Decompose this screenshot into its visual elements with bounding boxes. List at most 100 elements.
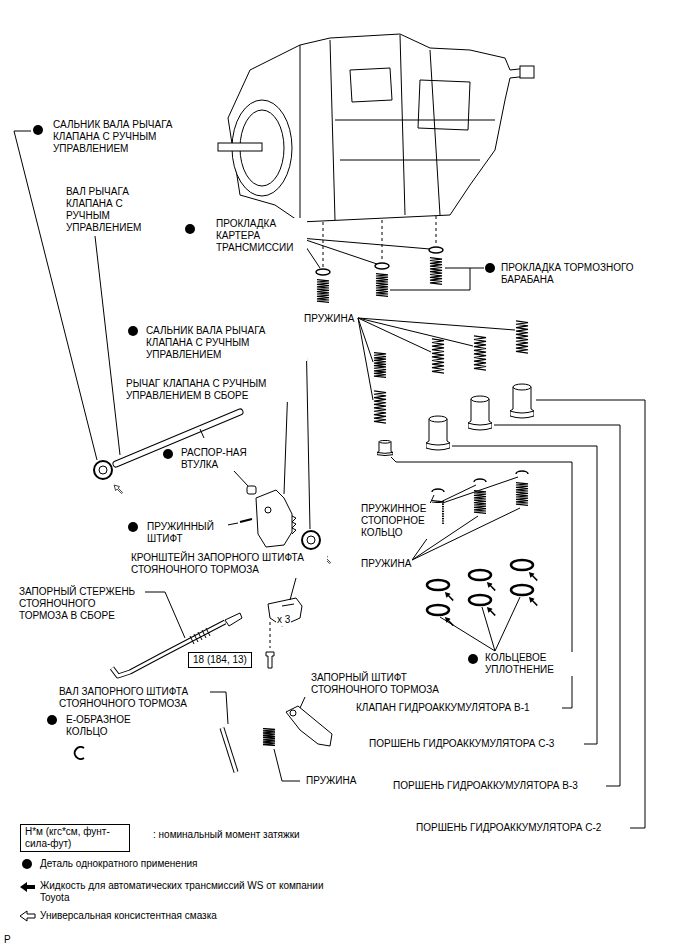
spring-pin [240, 519, 252, 522]
legend-entry: Деталь однократного применения [40, 858, 197, 870]
dashed-guide [436, 216, 437, 246]
dashed-guide [270, 216, 436, 648]
single-use-mark [33, 125, 495, 725]
accumulator-piston [510, 384, 534, 418]
parking-lock-rod [225, 613, 242, 626]
leader-line [452, 446, 597, 744]
snap-ring [432, 471, 528, 492]
transmission-housing [218, 143, 262, 151]
e-ring [75, 747, 84, 759]
oil-seal [307, 536, 315, 544]
leader-line [536, 400, 645, 828]
o-ring [469, 595, 491, 605]
legend-symbol [20, 882, 35, 892]
legend-text: Деталь однократного применения [40, 858, 197, 869]
part-label: : номинальный момент затяжки [152, 829, 301, 841]
gasket [375, 263, 389, 269]
single-use-mark [468, 654, 478, 664]
single-use-mark [485, 263, 495, 273]
legend-entry: Жидкость для автоматических трансмиссий … [40, 880, 340, 904]
fluid-arrow [443, 570, 540, 628]
transmission-housing [520, 66, 534, 78]
pawl-shaft [222, 728, 236, 772]
oil-seal [94, 461, 320, 549]
part-label: ПРУЖИНА [305, 775, 357, 787]
parking-lock-bracket [282, 604, 294, 606]
box-text: 18 (184, 13) [193, 654, 247, 666]
part-label: САЛЬНИК ВАЛА РЫЧАГА КЛАПАНА С РУЧНЫМ УПР… [52, 119, 204, 155]
leader-line [300, 238, 430, 268]
parking-lock-pawl [286, 706, 332, 746]
single-use-mark [128, 326, 138, 336]
snap-ring [432, 489, 444, 492]
oil-seal [94, 461, 112, 479]
pawl-shaft [222, 728, 236, 772]
leader-line [290, 578, 296, 600]
unit-legend-box: Н*м (кгс*см, фунт-сила-фут) [20, 824, 130, 852]
parking-lock-pawl [286, 706, 332, 746]
manual-valve-lever [256, 490, 292, 547]
fluid-arrow [527, 570, 540, 583]
spring-pin [240, 519, 252, 522]
leader-line [234, 471, 248, 486]
part-label: ПОРШЕНЬ ГИДРОАККУМУЛЯТОРА С-3 [368, 738, 555, 750]
transmission-housing [228, 34, 528, 222]
accumulator-piston [377, 440, 393, 455]
single-use-mark [128, 522, 138, 532]
spring [374, 391, 386, 423]
parking-lock-bracket [268, 598, 302, 626]
spring [317, 280, 329, 303]
manual-valve-lever [265, 507, 271, 513]
o-ring [511, 560, 533, 570]
leader-line [390, 268, 484, 290]
spring [430, 258, 442, 285]
accumulator-piston [377, 384, 534, 456]
e-ring [75, 747, 84, 759]
dashed-guide [323, 222, 324, 268]
snap-ring [516, 471, 528, 474]
spring [376, 274, 388, 297]
spring [474, 336, 486, 370]
part-label: x 3 [276, 614, 291, 626]
parking-lock-rod [190, 628, 210, 644]
part-label: РАСПОР-НАЯ ВТУЛКА [180, 447, 257, 471]
part-label: P [3, 934, 12, 946]
legend-symbol [20, 859, 35, 921]
part-label: ВАЛ РЫЧАГА КЛАПАНА С РУЧНЫМ УПРАВЛЕНИЕМ [65, 186, 147, 234]
part-label: РЫЧАГ КЛАПАНА С РУЧНЫМ УПРАВЛЕНИЕМ В СБО… [125, 378, 297, 402]
part-label: САЛЬНИК ВАЛА РЫЧАГА КЛАПАНА С РУЧНЫМ УПР… [145, 325, 307, 361]
legend-text: Жидкость для автоматических трансмиссий … [40, 880, 324, 903]
spring [263, 728, 275, 745]
leader-line [14, 131, 645, 828]
pawl-shaft [222, 728, 236, 772]
part-label: Е-ОБРАЗНОЕ КОЛЬЦО [65, 714, 147, 738]
spacer [247, 486, 256, 494]
part-label: КОЛЬЦЕВОЕ УПЛОТНЕНИЕ [484, 652, 576, 676]
manual-valve-shaft [200, 429, 204, 438]
o-ring [427, 560, 533, 615]
gasket [316, 269, 330, 275]
fluid-arrow [485, 580, 498, 593]
fluid-arrow [485, 605, 498, 618]
single-use-mark [33, 125, 43, 135]
oil-seal [99, 466, 107, 474]
fluid-arrow [527, 595, 540, 608]
part-label: ПРУЖИННОЕ СТОПОРНОЕ КОЛЬЦО [360, 503, 442, 539]
leader-line [95, 236, 120, 455]
gasket [316, 247, 443, 275]
fluid-arrow [443, 590, 456, 603]
part-label: ПРОКЛАДКА КАРТЕРА ТРАНСМИССИИ [215, 218, 307, 254]
legend-symbol [20, 911, 35, 921]
leader-line [440, 597, 520, 651]
leader-line [142, 592, 185, 638]
part-label: ЗАПОРНЫЙ СТЕРЖЕНЬ СТОЯНОЧНОГО ТОРМОЗА В … [18, 586, 145, 622]
spring [516, 321, 528, 353]
bolt [266, 652, 274, 668]
dashed-guide [270, 622, 271, 648]
part-label: ЗАПОРНЫЙ ШТИФТ СТОЯНОЧНОГО ТОРМОЗА [310, 672, 452, 696]
spring [432, 339, 444, 373]
bolt [266, 652, 274, 668]
o-ring [427, 580, 449, 590]
manual-valve-lever [256, 490, 296, 547]
leader-line [358, 318, 515, 400]
